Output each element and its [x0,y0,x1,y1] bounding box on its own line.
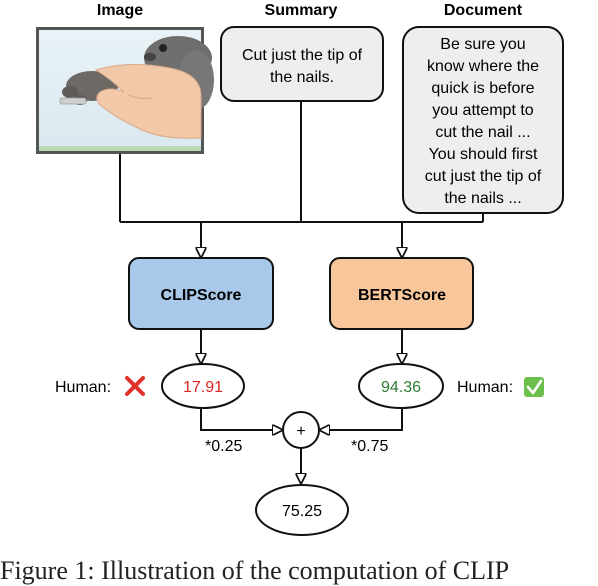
result-value: 75.25 [282,503,322,520]
combine-symbol: + [296,423,305,440]
document-line: the nails ... [444,190,521,207]
summary-box: Cut just the tip of the nails. [220,26,384,102]
bert-weight: *0.75 [351,438,388,455]
header-document: Document [444,2,523,19]
document-line: cut the nail ... [435,124,530,141]
document-line: cut just the tip of [425,168,542,185]
bertscore-box: BERTScore [329,257,474,330]
clipscore-value-node: 17.91 [161,363,245,409]
check-mark-icon [524,377,544,397]
document-line: You should first [429,146,538,163]
cross-mark-icon [125,376,145,396]
input-connectors [119,101,484,257]
header-image: Image [97,2,143,19]
result-node: 75.25 [255,484,349,536]
document-line: quick is before [431,80,534,97]
summary-line: Cut just the tip of [242,47,363,64]
bert-human-label: Human: [457,379,513,396]
document-line: know where the [427,58,539,75]
bertscore-label: BERTScore [358,287,446,304]
bertscore-value: 94.36 [381,379,421,396]
arrow-bert-to-combine [320,408,403,430]
document-line: Be sure you [440,36,525,53]
summary-line: the nails. [270,69,334,86]
document-box: Be sure you know where the quick is befo… [402,26,564,214]
clipscore-label: CLIPScore [161,287,242,304]
clipscore-box: CLIPScore [128,257,274,330]
input-image [36,27,214,154]
document-line: you attempt to [432,102,533,119]
figure-caption: Figure 1: Illustration of the computatio… [0,556,510,585]
arrow-clip-to-combine [200,408,282,430]
header-summary: Summary [265,2,338,19]
bertscore-value-node: 94.36 [358,363,444,409]
combine-node: + [282,411,320,449]
clip-human-label: Human: [55,379,111,396]
clip-weight: *0.25 [205,438,242,455]
diagram-canvas: Image Summary Document Cut just the tip … [36,2,564,536]
clipscore-value: 17.91 [183,379,223,396]
